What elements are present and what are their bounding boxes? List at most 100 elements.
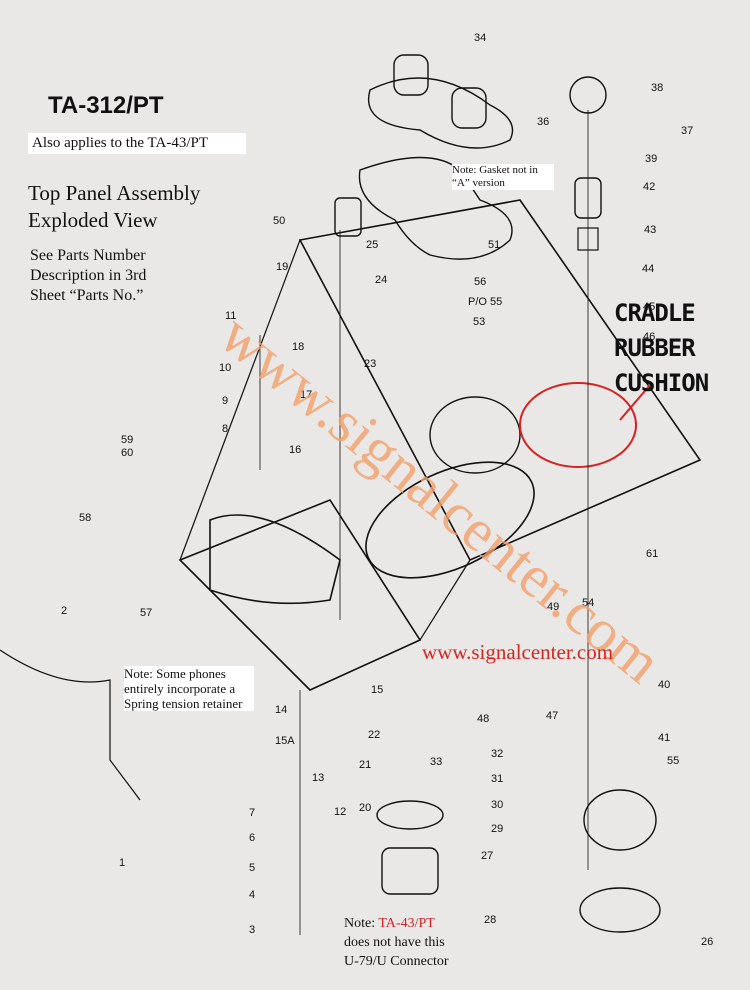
part-label: 9: [222, 395, 228, 407]
see-line: See Parts Number: [30, 247, 146, 264]
part-label: 10: [219, 362, 231, 374]
lower-panel-plate: [178, 499, 422, 691]
cradle-57: [209, 514, 341, 605]
part-label: 14: [275, 704, 287, 716]
part-label: 56: [474, 276, 486, 288]
part-label: 41: [658, 732, 670, 744]
connector-note-model: TA-43/PT: [378, 916, 435, 931]
spring-note-prefix: Note:: [124, 666, 153, 681]
gasket-note: Note: Gasket not in “A” version: [452, 164, 554, 190]
part-label: 44: [642, 263, 654, 275]
part-label: 5: [249, 862, 255, 874]
see-line: Description in 3rd: [30, 267, 147, 284]
part-label: 15A: [275, 735, 295, 747]
see-line: Sheet “Parts No.”: [30, 287, 144, 304]
part-label: P/O 55: [468, 296, 502, 308]
part-label: 33: [430, 756, 442, 768]
part-label: 60: [121, 447, 133, 459]
part-label: 15: [371, 684, 383, 696]
part-label: 48: [477, 713, 489, 725]
connector-note-line: does not have this: [344, 935, 445, 950]
connector-note: Note: TA-43/PT does not have this U-79/U…: [344, 914, 494, 971]
top-panel-plate: [298, 199, 702, 562]
callout-line: CUSHION: [614, 369, 709, 397]
part-label: 43: [644, 224, 656, 236]
part-label: 11: [225, 310, 236, 322]
part-label: 40: [658, 679, 670, 691]
part-label: 21: [359, 759, 371, 771]
part-label: 42: [643, 181, 655, 193]
part-label: 61: [646, 548, 658, 560]
gasket-35: [358, 156, 513, 260]
connector-28: [381, 847, 439, 895]
part-label: 53: [473, 316, 485, 328]
part-label: 19: [276, 261, 288, 273]
part-label: 18: [292, 341, 304, 353]
page-title: TA-312/PT: [48, 92, 164, 119]
heading-line: Top Panel Assembly: [28, 181, 201, 205]
dust-cap-55: [583, 789, 657, 851]
see-parts-text: See Parts Number Description in 3rd Shee…: [30, 246, 146, 306]
binding-post-plate-36: [368, 77, 514, 149]
part-label: 20: [359, 802, 371, 814]
part-label: 36: [537, 116, 549, 128]
part-label: 37: [681, 125, 693, 137]
part-label: 2: [61, 605, 67, 617]
part-label: 29: [491, 823, 503, 835]
part-label: 26: [701, 936, 713, 948]
part-label: 57: [140, 607, 152, 619]
receiver-frame: [365, 461, 535, 579]
part-label: 39: [645, 153, 657, 165]
part-label: 47: [546, 710, 558, 722]
part-label: 6: [249, 832, 255, 844]
part-label: 30: [491, 799, 503, 811]
part-label: 51: [488, 239, 500, 251]
part-label: 12: [334, 806, 346, 818]
heading: Top Panel Assembly Exploded View: [28, 180, 200, 234]
part-label: 4: [249, 889, 255, 901]
part-label: 38: [651, 82, 663, 94]
part-label: 32: [491, 748, 503, 760]
part-label: 45: [643, 301, 655, 313]
part-label: 31: [491, 773, 503, 785]
part-label: 17: [300, 389, 312, 401]
part-label: 58: [79, 512, 91, 524]
subtitle: Also applies to the TA-43/PT: [28, 133, 246, 154]
cushion-highlight-circle: [519, 382, 637, 468]
part-label: 49: [547, 601, 559, 613]
part-label: 1: [119, 857, 125, 869]
switch-housing: [429, 396, 521, 474]
part-label: 22: [368, 729, 380, 741]
part-label: 59: [121, 434, 133, 446]
part-label: 28: [484, 914, 496, 926]
part-label: 54: [582, 597, 594, 609]
spring-note: Note: Some phones entirely incorporate a…: [124, 666, 254, 711]
part-label: 50: [273, 215, 285, 227]
heading-line: Exploded View: [28, 208, 158, 232]
part-label: 25: [366, 239, 378, 251]
part-label: 3: [249, 924, 255, 936]
part-50: [334, 197, 362, 237]
watermark-red: www.signalcenter.com: [422, 640, 614, 664]
part-label: 8: [222, 423, 228, 435]
part-label: 24: [375, 274, 387, 286]
ring-27: [376, 800, 444, 830]
spring-note-text: Some phones entirely incorporate a Sprin…: [124, 666, 243, 711]
connector-note-prefix: Note:: [344, 916, 376, 931]
ring-26: [579, 887, 661, 933]
cradle-cushion-callout: CRADLE RUBBER CUSHION: [614, 296, 709, 401]
part-label: 55: [667, 755, 679, 767]
part-label: 7: [249, 807, 255, 819]
part-label: 27: [481, 850, 493, 862]
part-label: 16: [289, 444, 301, 456]
spring-wire-2: [0, 649, 141, 801]
part-label: 34: [474, 32, 486, 44]
callout-line: RUBBER: [614, 334, 696, 362]
part-label: 13: [312, 772, 324, 784]
callout-line: CRADLE: [614, 299, 696, 327]
part-label: 46: [643, 331, 655, 343]
knob-38: [569, 76, 607, 114]
part-label: 23: [364, 358, 376, 370]
connector-note-line: U-79/U Connector: [344, 954, 449, 969]
